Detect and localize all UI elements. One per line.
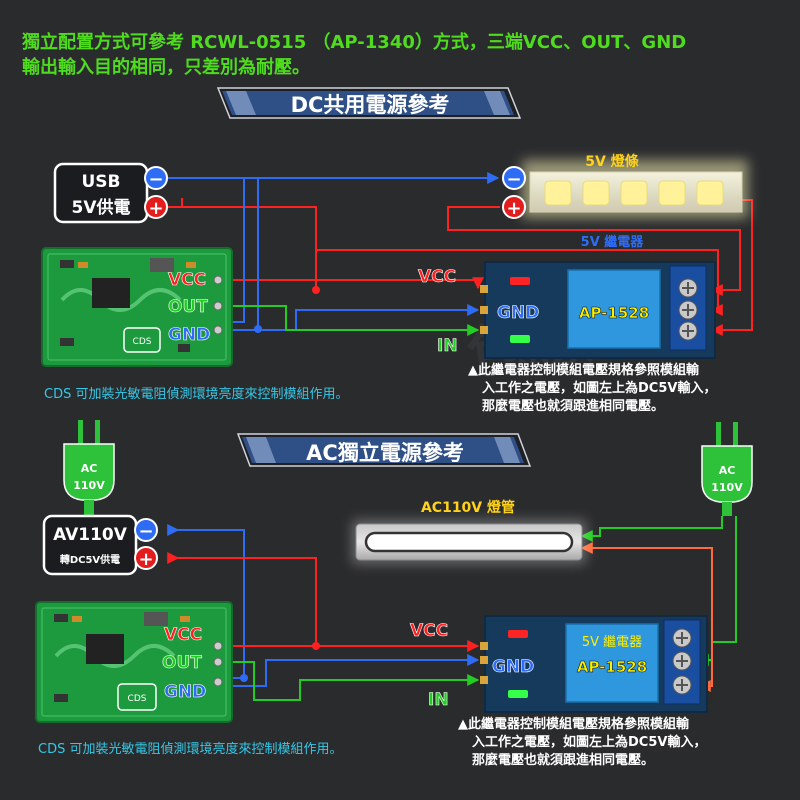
- dc-led-1: [544, 180, 572, 206]
- ac-plug-right-line-1: AC: [719, 464, 736, 477]
- ac-supply-line-1: AV110V: [53, 525, 128, 545]
- ac-supply-line-2: 轉DC5V供電: [60, 553, 120, 566]
- dc-strip-minus-terminal: −: [506, 169, 521, 190]
- dc-cds-note: CDS 可加裝光敏電阻偵測環境亮度來控制模組作用。: [44, 386, 348, 402]
- dc-relay-in: IN: [437, 336, 458, 356]
- dc-sensor-module: CDS VCC OUT GND: [41, 247, 233, 367]
- ac-supply-plus-terminal: +: [138, 549, 153, 570]
- dc-led-strip: 5V 燈條 − +: [502, 153, 748, 219]
- ac-module-component: [144, 612, 168, 626]
- dc-wires: [168, 172, 753, 336]
- dc-led-2: [582, 180, 610, 206]
- ac-relay-vcc: VCC: [410, 621, 448, 641]
- ac-relay-note-2: 入工作之電壓，如圖左上為DC5V輸入，: [472, 734, 706, 750]
- ac-tube-label: AC110V 燈管: [421, 499, 515, 516]
- dc-led-3: [620, 180, 648, 206]
- dc-relay-model: AP-1528: [579, 304, 649, 322]
- ac-plug-left-line-2: 110V: [73, 479, 105, 492]
- dc-relay-vcc: VCC: [418, 267, 456, 287]
- ac-relay-model: AP-1528: [577, 658, 647, 676]
- ac-plug-left-line-1: AC: [81, 462, 98, 475]
- ac-plug-right-line-2: 110V: [711, 481, 743, 494]
- dc-supply-minus-terminal: −: [148, 169, 163, 190]
- ac-module-gnd: GND: [164, 682, 206, 702]
- ac-cds-note: CDS 可加裝光敏電阻偵測環境亮度來控制模組作用。: [38, 741, 342, 757]
- ac-supply-box: AV110V 轉DC5V供電 − +: [42, 514, 158, 576]
- ac-relay-note-1: ▲此繼電器控制模組電壓規格參照模組輸: [458, 716, 690, 732]
- ac-relay-chip: [565, 623, 659, 703]
- dc-relay-note-2: 入工作之電壓，如圖左上為DC5V輸入，: [482, 380, 716, 396]
- dc-module-chip: [92, 278, 130, 308]
- dc-module-out: OUT: [168, 297, 208, 317]
- dc-supply-line-2: 5V供電: [72, 197, 131, 218]
- ac-banner-title: AC獨立電源參考: [306, 441, 464, 465]
- dc-relay-gnd: GND: [497, 303, 539, 323]
- dc-relay-module: 5V 繼電器 AP-1528 VCC GND IN: [418, 234, 716, 359]
- ac-relay-green-led: [508, 690, 528, 698]
- dc-module-gnd: GND: [168, 325, 210, 345]
- dc-strip-label: 5V 燈條: [585, 153, 639, 170]
- ac-relay-module: 5V 繼電器 AP-1528 VCC GND IN: [410, 615, 708, 713]
- dc-relay-chip: [567, 269, 661, 349]
- header-line-1: 獨立配置方式可參考 RCWL-0515 （AP-1340）方式，三端VCC、OU…: [21, 31, 686, 53]
- ac-tube-light: AC110V 燈管: [352, 499, 586, 564]
- dc-module-cds: CDS: [133, 337, 152, 347]
- ac-module-chip: [86, 634, 124, 664]
- ac-relay-gnd: GND: [492, 657, 534, 677]
- dc-relay-red-led: [510, 277, 530, 285]
- dc-supply-line-1: USB: [81, 172, 120, 192]
- ac-relay-red-led: [508, 630, 528, 638]
- ac-relay-note-3: 那麼電壓也就須跟進相同電壓。: [472, 752, 654, 768]
- ac-plug-left: AC 110V: [63, 420, 115, 516]
- header-line-2: 輸出輸入目的相同，只差別為耐壓。: [22, 56, 310, 78]
- ac-supply-minus-terminal: −: [138, 521, 153, 542]
- dc-module-vcc: VCC: [168, 270, 206, 290]
- ac-module-out: OUT: [162, 653, 202, 673]
- dc-banner: DC共用電源參考: [216, 87, 522, 119]
- ac-module-vcc: VCC: [164, 625, 202, 645]
- ac-module-cds: CDS: [128, 694, 147, 704]
- dc-module-component: [150, 258, 174, 272]
- dc-relay-note-1: ▲此繼電器控制模組電壓規格參照模組輸: [468, 362, 700, 378]
- ac-plug-right: AC 110V: [701, 422, 753, 516]
- ac-banner: AC獨立電源參考: [236, 433, 532, 467]
- dc-relay-green-led: [510, 335, 530, 343]
- dc-supply-box: USB 5V供電 − +: [53, 162, 168, 224]
- ac-sensor-module: CDS VCC OUT GND: [35, 601, 233, 723]
- dc-banner-title: DC共用電源參考: [291, 93, 450, 117]
- ac-relay-in: IN: [428, 690, 449, 710]
- dc-led-5: [696, 180, 724, 206]
- dc-strip-plus-terminal: +: [506, 198, 521, 219]
- ac-relay-caption: 5V 繼電器: [582, 635, 642, 650]
- dc-relay-note-3: 那麼電壓也就須跟進相同電壓。: [482, 398, 664, 414]
- dc-supply-plus-terminal: +: [148, 198, 163, 219]
- dc-led-4: [658, 180, 686, 206]
- dc-relay-caption: 5V 繼電器: [581, 234, 645, 250]
